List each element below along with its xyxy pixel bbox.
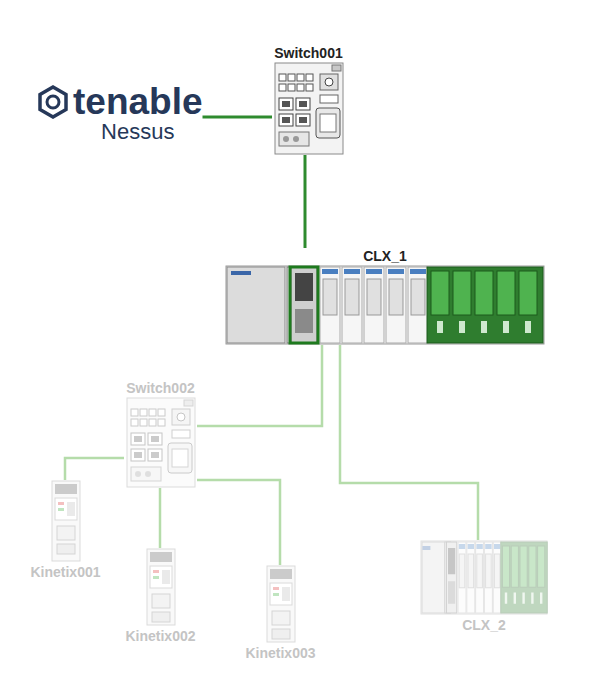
switch-device: Switch001 bbox=[272, 45, 345, 155]
drive-icon bbox=[266, 565, 296, 643]
product-name: Nessus bbox=[36, 120, 203, 144]
servo-drive: Kinetix002 bbox=[123, 548, 198, 644]
controller-rack: CLX_1 bbox=[225, 248, 545, 345]
servo-drive: Kinetix003 bbox=[243, 565, 318, 661]
logo-wordmark: tenable bbox=[73, 82, 203, 122]
rack-icon bbox=[225, 265, 545, 345]
device-label: Switch001 bbox=[272, 45, 345, 61]
network-link bbox=[197, 345, 322, 426]
drive-icon bbox=[51, 480, 81, 562]
network-link bbox=[197, 480, 280, 565]
network-link bbox=[340, 345, 478, 540]
network-link bbox=[65, 458, 124, 480]
network-link bbox=[159, 488, 162, 548]
network-link bbox=[203, 116, 273, 119]
logo-mark bbox=[36, 85, 70, 119]
device-label: CLX_2 bbox=[420, 617, 548, 633]
switch-device: Switch002 bbox=[124, 380, 197, 488]
drive-icon bbox=[146, 548, 176, 626]
switch-icon bbox=[274, 62, 344, 155]
device-label: Kinetix003 bbox=[243, 645, 318, 661]
servo-drive: Kinetix001 bbox=[28, 480, 103, 580]
device-label: CLX_1 bbox=[225, 248, 545, 264]
device-label: Kinetix001 bbox=[28, 564, 103, 580]
network-link bbox=[304, 155, 307, 248]
device-label: Switch002 bbox=[124, 380, 197, 396]
controller-rack: CLX_2 bbox=[420, 540, 548, 633]
nessus-logo: tenableNessus bbox=[36, 82, 203, 144]
switch-icon bbox=[126, 397, 196, 488]
device-label: Kinetix002 bbox=[123, 628, 198, 644]
rack-icon bbox=[420, 540, 548, 615]
